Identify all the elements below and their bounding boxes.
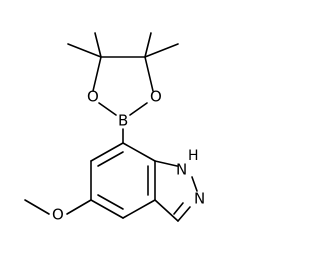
double-bond-n2-c3 [173,202,184,215]
methyl-groups [67,32,179,58]
bond-c5-o [66,199,92,215]
bond-c3a-c4 [122,199,156,219]
methoxy-group [24,199,92,215]
bond-c7-c7a [122,142,156,162]
dioxaborolane-ring [92,56,154,116]
bond-o-ch3 [24,199,50,215]
bond-n2-c3 [177,206,191,222]
bond-c6-c7 [90,142,124,162]
bond-o2-b [129,102,148,116]
bond-o1-b [98,102,117,116]
atom-label-h: H [188,148,199,164]
bond-n1-n2 [191,176,198,192]
bond-methyl-2 [67,43,102,58]
double-bond-c7-c6 [97,151,124,167]
bond-c4-c5 [90,199,124,219]
bond-c5-o2 [144,56,154,92]
bond-methyl-1 [94,32,102,58]
atom-label-o-methoxy: O [52,206,64,224]
atom-label-n1: N [176,161,187,179]
bond-c3-c3a [154,199,179,222]
bond-c4-o1 [92,56,102,92]
atom-label-b: B [118,112,128,130]
chemical-structure: O O B H N N O [24,32,205,224]
pyrazole-ring [154,160,198,222]
bond-c7a-n1 [154,160,178,167]
bond-methyl-3 [144,32,152,58]
atom-label-o1: O [87,88,99,106]
double-bond-c5-c4 [97,194,124,210]
atom-label-o2: O [150,88,162,106]
atom-label-n2: N [194,190,205,208]
benzene-ring [90,142,156,219]
bond-methyl-4 [144,43,179,58]
